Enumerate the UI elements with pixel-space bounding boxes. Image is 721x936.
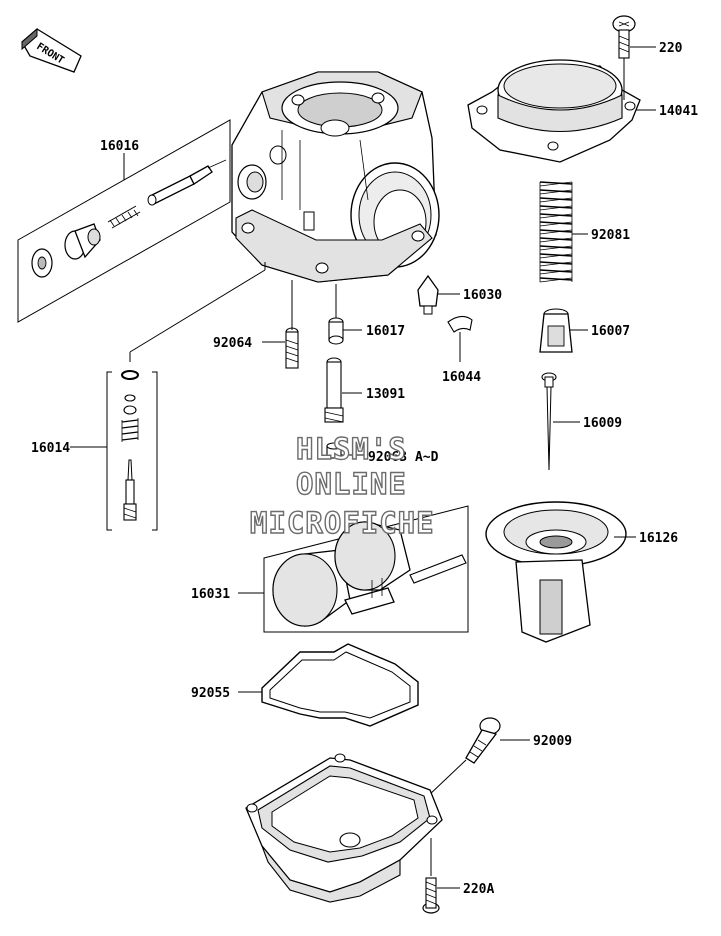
- needle-jet-13091: [324, 357, 344, 423]
- gasket-92055: [261, 643, 419, 727]
- needle-holder-16007: [539, 308, 573, 353]
- part-label-14041: 14041: [659, 104, 698, 119]
- part-label-16016: 16016: [100, 139, 139, 154]
- drain-screw-92009: [427, 717, 501, 797]
- watermark: HLSM'S ONLINE MICROFICHE: [249, 431, 435, 540]
- part-label-16007: 16007: [591, 324, 630, 339]
- part-label-92055: 92055: [191, 686, 230, 701]
- watermark-line-3: MICROFICHE: [250, 506, 435, 540]
- spring-92081: [539, 181, 573, 283]
- part-label-16014: 16014: [31, 441, 70, 456]
- part-label-16009: 16009: [583, 416, 622, 431]
- part-label-92064: 92064: [213, 336, 252, 351]
- top-cover-14041: [467, 59, 641, 163]
- part-label-16031: 16031: [191, 587, 230, 602]
- part-label-92063: 92063 A~D: [368, 450, 439, 465]
- carburetor-body: [231, 71, 440, 283]
- clip-16044: [447, 315, 473, 333]
- screw-220A: [422, 877, 440, 914]
- pilot-screw-kit-16016: [17, 119, 231, 323]
- part-label-16017: 16017: [366, 324, 405, 339]
- part-label-16044: 16044: [442, 370, 481, 385]
- part-label-92009: 92009: [533, 734, 572, 749]
- diaphragm-16126: [485, 501, 627, 643]
- part-label-16030: 16030: [463, 288, 502, 303]
- watermark-line-2: ONLINE: [296, 467, 407, 501]
- screw-220: [612, 15, 636, 59]
- main-jet-92063: [326, 442, 342, 459]
- part-label-220: 220: [659, 41, 683, 56]
- screw-92064: [285, 327, 299, 369]
- part-label-13091: 13091: [366, 387, 405, 402]
- watermark-line-1: HLSM'S: [296, 432, 407, 466]
- part-label-16126: 16126: [639, 531, 678, 546]
- float-bowl: [245, 753, 443, 903]
- front-arrow-icon: FRONT: [21, 27, 82, 73]
- jet-16017: [328, 317, 344, 345]
- float-assembly-16031: [263, 505, 469, 633]
- part-label-92081: 92081: [591, 228, 630, 243]
- jet-needle-16009: [541, 372, 557, 471]
- part-label-220A: 220A: [463, 882, 494, 897]
- float-needle-16030: [417, 274, 439, 315]
- pilot-kit-16014: [106, 262, 266, 531]
